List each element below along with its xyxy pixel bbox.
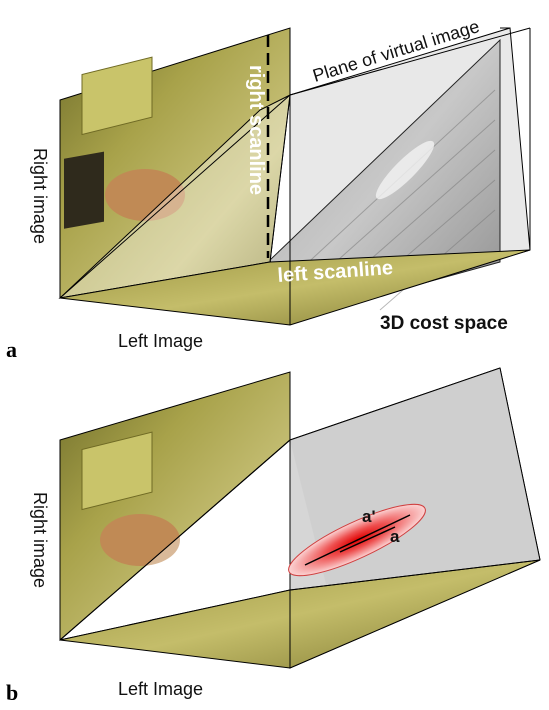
plane-diagonal-b	[59, 439, 291, 641]
box-edge	[289, 27, 531, 96]
panel-b: a' a Right image Left Image b	[6, 367, 541, 705]
right-scanline-label: right scanline	[245, 65, 267, 195]
point-a-label: a	[390, 527, 400, 546]
panel-letter-b: b	[6, 680, 18, 705]
photo-shirt	[64, 151, 104, 229]
left-image-label-b: Left Image	[118, 679, 203, 699]
box-edge	[499, 367, 541, 561]
cost-minimum-highlight	[375, 140, 435, 200]
box-edge	[289, 367, 501, 441]
point-a-prime-label: a'	[362, 507, 376, 526]
cost-space-label: 3D cost space	[380, 313, 508, 334]
right-image-label-b: Right image	[30, 492, 50, 588]
matching-line-2	[339, 526, 396, 553]
panel-letter-a: a	[6, 337, 17, 362]
photo-board-b	[81, 431, 153, 511]
matching-line	[304, 514, 411, 566]
photo-person-head	[105, 169, 185, 221]
right-image-label-a: Right image	[30, 148, 50, 244]
box-edge	[289, 559, 541, 591]
panel-a: Plane of virtual image right scanline le…	[6, 16, 531, 362]
left-image-label-a: Left Image	[118, 331, 203, 351]
photo-board	[81, 56, 153, 136]
plane-diagonal	[59, 94, 291, 299]
